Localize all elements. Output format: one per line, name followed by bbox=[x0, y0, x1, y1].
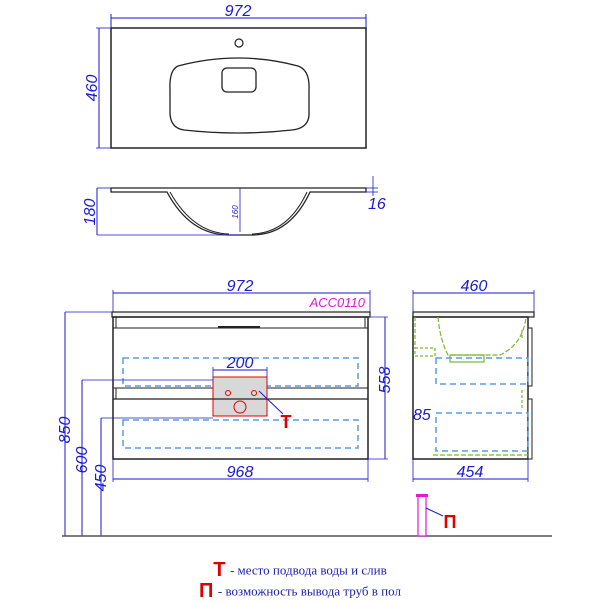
top-view: 972 460 bbox=[84, 3, 367, 149]
marker-t: Т bbox=[281, 412, 292, 432]
legend-text-t: - место подвода воды и слив bbox=[229, 562, 387, 578]
front-top-width-dimension: 972 bbox=[227, 278, 254, 295]
cabinet-height-dimension: 558 bbox=[377, 367, 394, 394]
marker-p: П bbox=[444, 512, 457, 532]
top-depth-dimension: 460 bbox=[84, 75, 101, 102]
height-450-dimension: 450 bbox=[93, 465, 110, 492]
model-code: ACC0110 bbox=[309, 295, 366, 310]
legend-mark-t: Т bbox=[213, 559, 226, 581]
front-bottom-width-dimension: 968 bbox=[227, 464, 254, 481]
top-width-dimension: 972 bbox=[225, 3, 252, 20]
side-offset-dimension: 85 bbox=[413, 407, 431, 424]
legend-item-p: П - возможность вывода труб в пол bbox=[0, 580, 600, 603]
section-view: 160 180 16 bbox=[82, 176, 386, 236]
front-view: 972 ACC0110 200 Т 968 bbox=[57, 278, 394, 536]
legend-item-t: Т - место подвода воды и слив bbox=[0, 559, 600, 582]
side-top-depth-dimension: 460 bbox=[461, 278, 488, 295]
floor-pipe: П bbox=[416, 494, 457, 537]
plumbing-width-dimension: 200 bbox=[226, 355, 254, 372]
lower-drawer-outline bbox=[122, 419, 359, 449]
plumbing-zone: 200 Т bbox=[212, 355, 292, 432]
total-height-dimension: 850 bbox=[57, 417, 74, 444]
side-view: 460 85 454 П bbox=[412, 278, 535, 537]
section-height-dimension: 180 bbox=[82, 199, 99, 226]
rim-thickness-dimension: 16 bbox=[368, 196, 386, 213]
side-bottom-depth-dimension: 454 bbox=[457, 464, 484, 481]
legend-text-p: - возможность вывода труб в пол bbox=[217, 583, 401, 599]
bowl-depth-dimension: 160 bbox=[231, 205, 240, 219]
height-600-dimension: 600 bbox=[74, 447, 91, 474]
legend-mark-p: П bbox=[199, 580, 214, 602]
